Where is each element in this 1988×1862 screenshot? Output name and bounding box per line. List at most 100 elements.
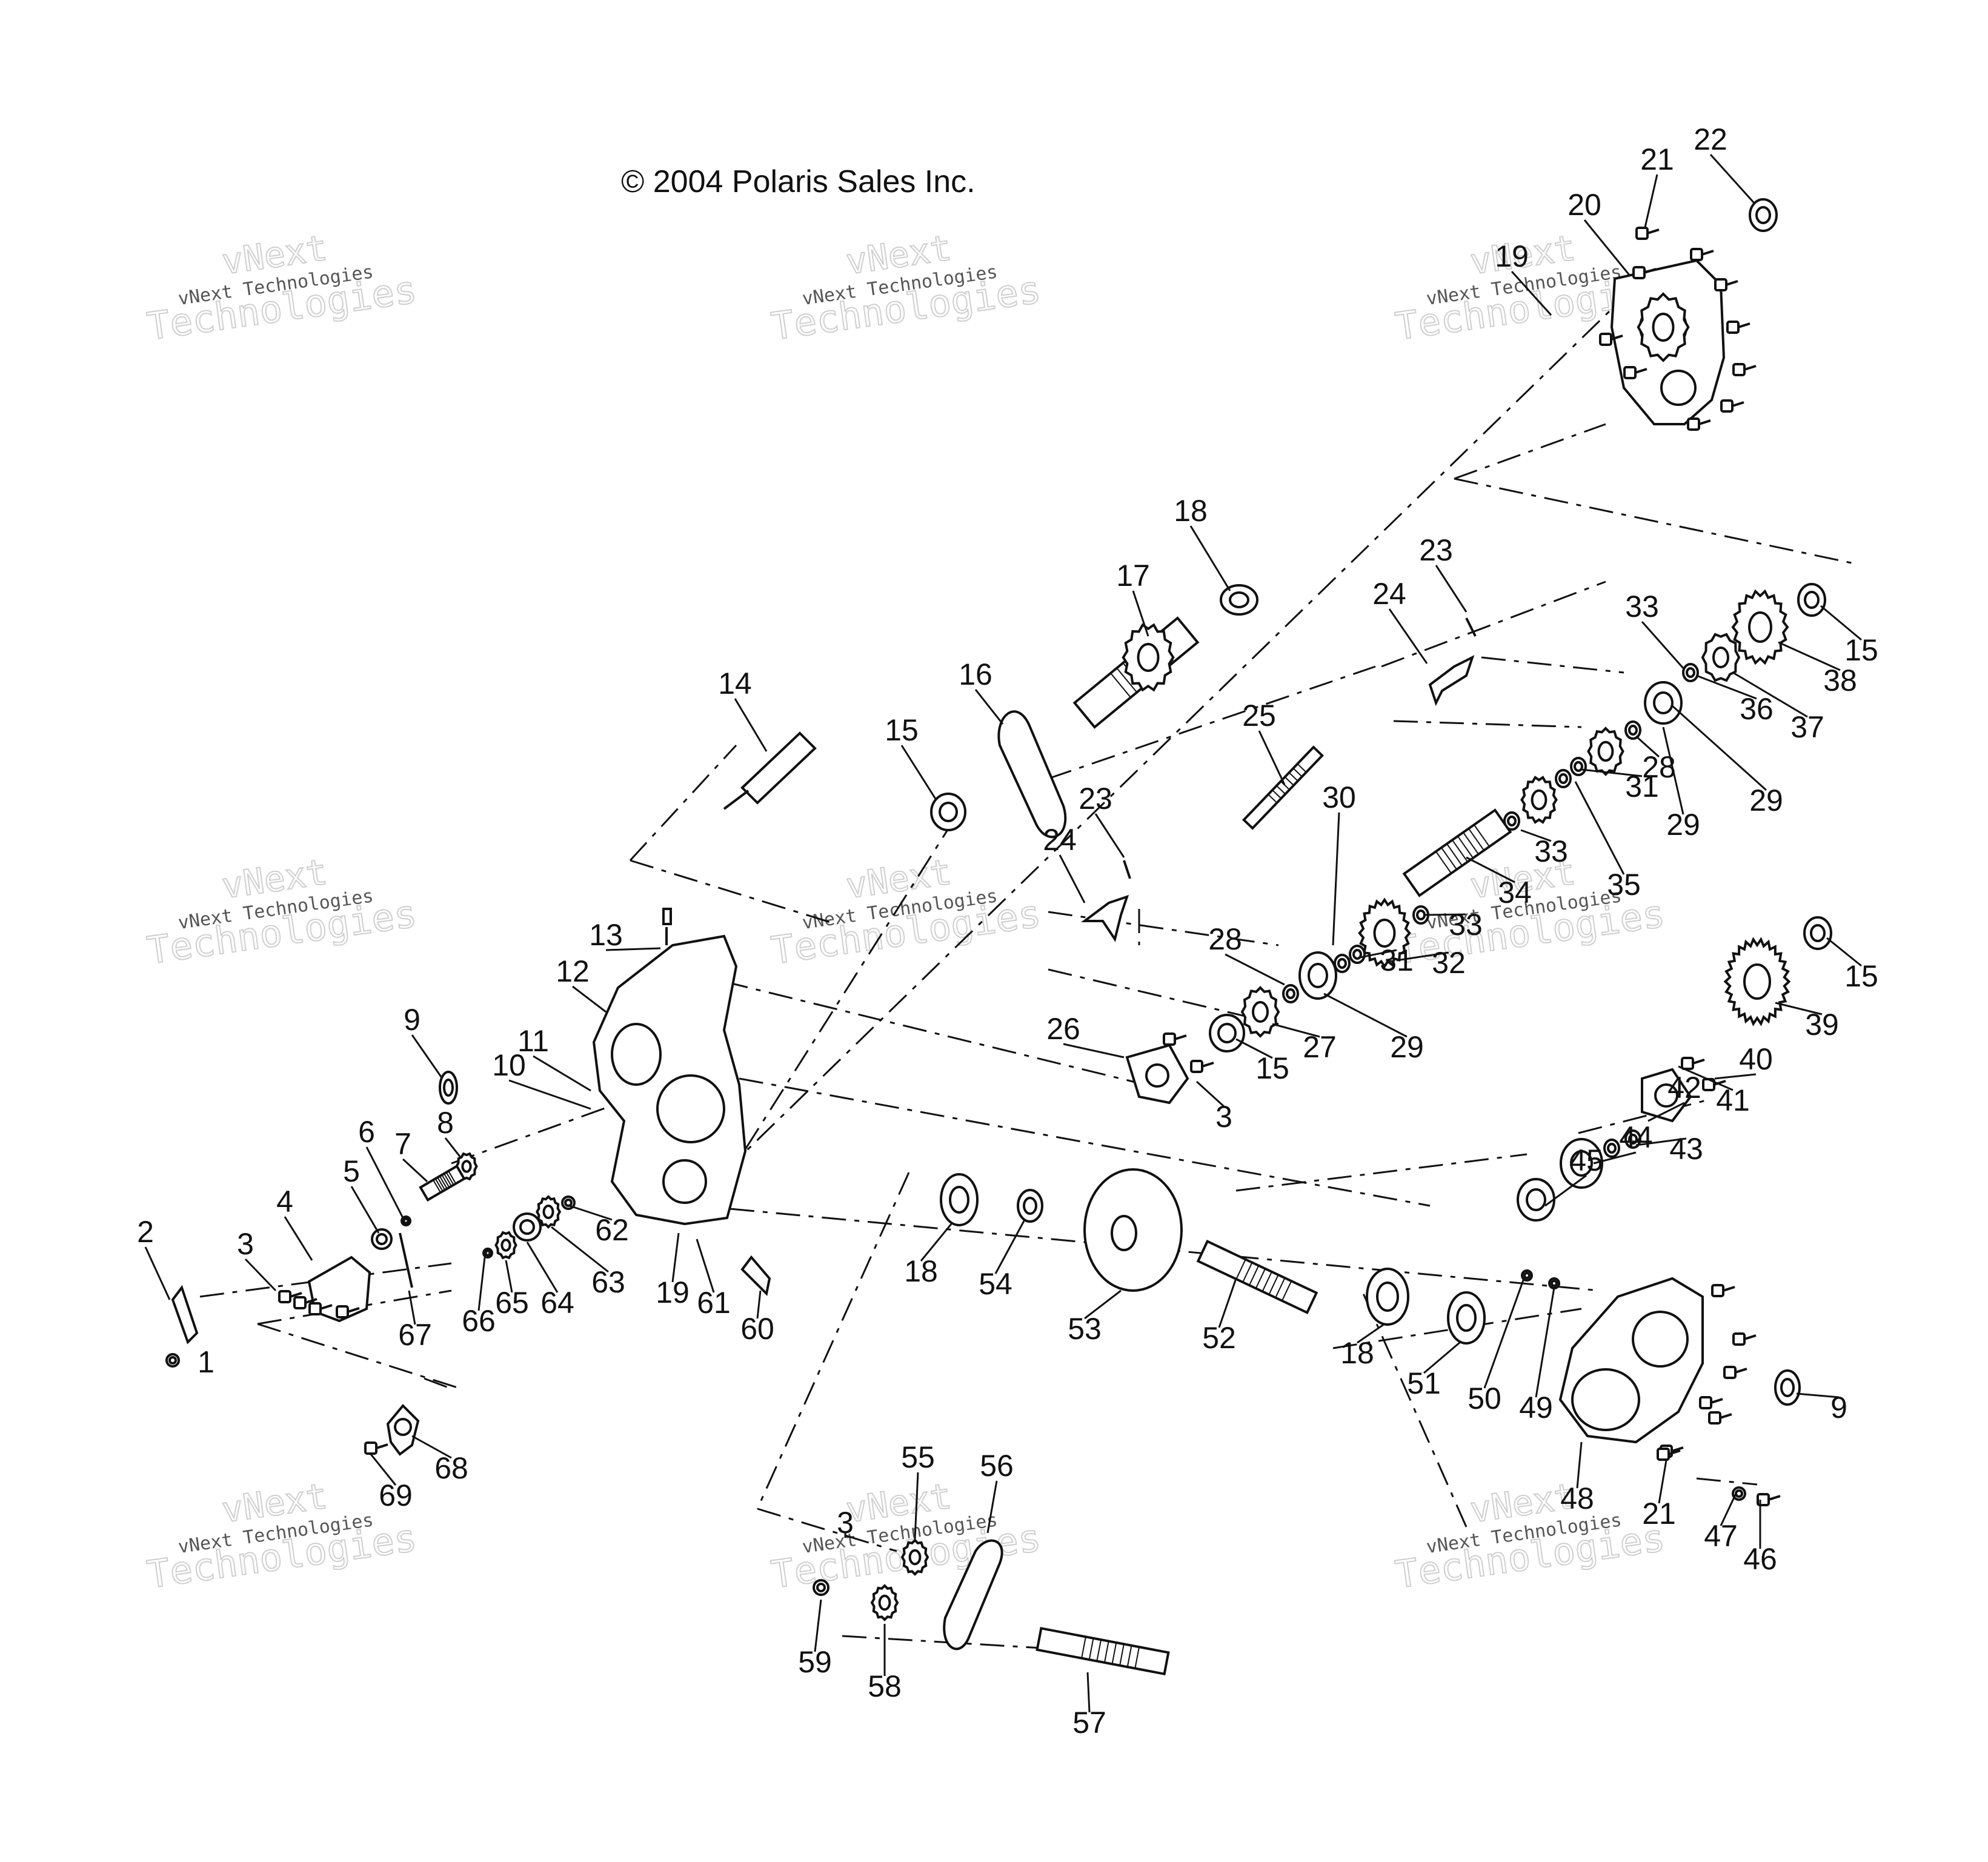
bearing-15-left [930,793,966,831]
assembly-line-28 [1048,665,1376,780]
callout-34: 34 [1466,856,1532,909]
callout-number: 43 [1669,1132,1703,1166]
callout-number: 64 [540,1286,574,1320]
callout-number: 29 [1666,808,1700,842]
reverse-shaft-57 [1036,1626,1170,1676]
dowel-50 [1521,1269,1533,1282]
callout-leader [1094,813,1125,858]
callout-number: 3 [837,1506,854,1540]
callout-leader [1581,768,1643,777]
callout-leader [1778,641,1841,671]
callout-leader [900,745,937,800]
assembly-line-25 [1696,1477,1758,1486]
callout-leader [1483,1278,1525,1389]
callout-15: 15 [885,713,937,800]
callout-leader [1696,674,1757,700]
callout-leader [1084,1289,1122,1320]
callout-3: 3 [837,1506,854,1540]
switch-60 [740,1255,771,1297]
end-cover-48 [1558,1277,1704,1444]
callout-leader [1218,1278,1237,1328]
callout-67: 67 [398,1290,432,1352]
callout-number: 37 [1790,710,1824,744]
callout-number: 56 [980,1449,1014,1483]
gear-38 [1731,589,1789,665]
callout-18: 18 [1174,494,1231,591]
callout-leader [1720,1493,1737,1526]
callout-number: 59 [798,1645,832,1679]
callout-number: 18 [1340,1336,1374,1370]
callout-1: 1 [198,1345,214,1379]
shaft-7 [419,1164,466,1202]
callout-11: 11 [517,1024,591,1092]
callout-number: 36 [1740,692,1774,726]
callout-57: 57 [1072,1672,1106,1740]
callout-24: 24 [1043,823,1086,903]
shift-fork-24-lower [1081,894,1129,942]
callout-number: 8 [437,1106,454,1140]
callout-leader [533,1055,591,1092]
callout-68: 68 [411,1435,468,1485]
callout-43: 43 [1635,1132,1703,1166]
callout-29: 29 [1662,727,1700,842]
clip-66 [482,1248,493,1259]
callout-leader [1576,1441,1583,1489]
callout-50: 50 [1468,1278,1525,1415]
callout-leader [671,1232,680,1283]
callout-number: 6 [358,1115,375,1149]
callout-leader [1574,781,1625,875]
callout-9: 9 [404,1003,444,1079]
cover-bolt-b-4 [1708,1411,1732,1425]
cover-bolt-8 [1599,333,1623,346]
bearing-44 [1560,1138,1603,1189]
cover-bolt-1 [1690,248,1714,261]
callout-leader [1423,1341,1461,1374]
callout-3: 3 [1195,1080,1232,1134]
retainer-plate-26 [1125,1043,1189,1105]
callout-number: 55 [901,1440,935,1474]
callout-leader [986,1480,998,1534]
callout-14: 14 [718,667,768,752]
callout-number: 18 [904,1254,938,1288]
cover-bolt-b-1 [1732,1332,1757,1346]
callout-61: 61 [696,1239,731,1320]
callout-number: 24 [1372,577,1406,611]
callout-42: 42 [1647,1071,1701,1122]
callout-number: 68 [434,1451,468,1485]
callout-leader [1796,1392,1840,1398]
washer-64 [513,1212,542,1242]
callout-65: 65 [495,1260,529,1320]
assembly-line-2 [720,823,952,1188]
bolt-46 [1757,1493,1781,1506]
housing-bolt-1 [293,1296,317,1309]
cover-bolt-7 [1623,366,1647,379]
callout-leader [411,1034,444,1079]
callout-leader [284,1216,313,1261]
bolt-69 [364,1441,388,1455]
callout-18: 18 [904,1223,952,1288]
bearing-18-top [1220,584,1258,616]
callout-leader [370,1454,397,1486]
callout-leader [408,1290,416,1325]
callout-number: 69 [379,1478,413,1512]
callout-number: 27 [1303,1030,1337,1064]
callout-number: 62 [595,1213,629,1247]
callout-number: 23 [1079,782,1112,816]
callout-52: 52 [1202,1278,1237,1355]
assembly-line-12 [723,980,1146,1086]
assembly-line-29 [1381,580,1606,668]
callout-62: 62 [569,1205,629,1247]
callout-leader [350,1186,380,1234]
callout-leader [1323,993,1408,1038]
callout-leader [477,1257,486,1311]
callout-33: 33 [1625,590,1686,670]
washer-30 [1334,954,1351,973]
callout-63: 63 [551,1226,625,1299]
callout-24: 24 [1372,577,1428,664]
callout-number: 42 [1667,1071,1701,1105]
assembly-line-8 [1481,656,1624,674]
